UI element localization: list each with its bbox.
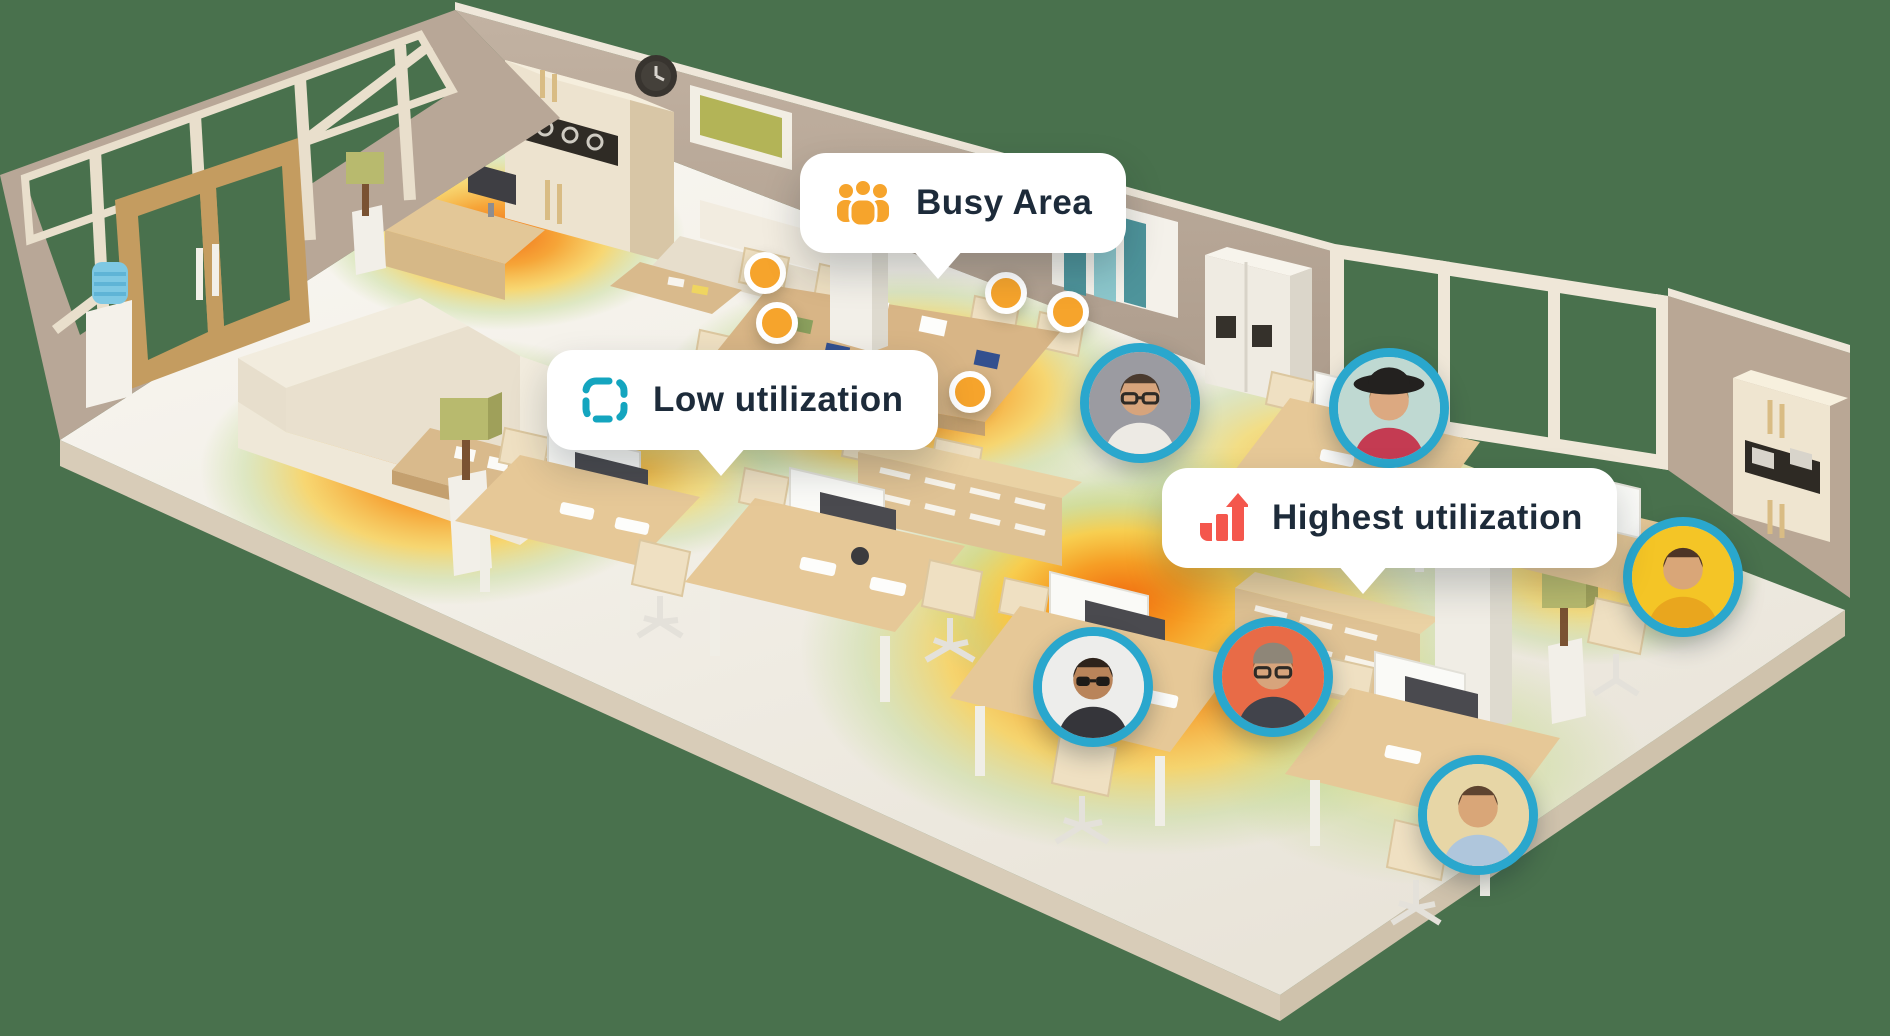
wall-clock — [635, 55, 677, 97]
avatar-woman-hand-on-chin[interactable] — [1418, 755, 1538, 875]
picture-frame — [690, 85, 792, 170]
callout-busy-area: Busy Area — [800, 153, 1127, 279]
double-door — [115, 138, 310, 390]
desk-cluster-middle — [685, 466, 984, 702]
callout-highest-utilization: Highest utilization — [1162, 468, 1617, 594]
seat-dot-1[interactable] — [744, 252, 786, 294]
avatar-man-with-glasses[interactable] — [1080, 343, 1200, 463]
left-wall — [0, 10, 560, 440]
office-chair — [1586, 596, 1650, 697]
seat-dot-3[interactable] — [985, 272, 1027, 314]
callout-label: Low utilization — [653, 380, 904, 419]
desk-cluster-low — [455, 426, 700, 639]
avatar-woman-with-hat[interactable] — [1329, 348, 1449, 468]
callout-label: Highest utilization — [1272, 498, 1583, 537]
floor-slab-edge — [60, 440, 1845, 1021]
seat-dot-2[interactable] — [756, 302, 798, 344]
callout-label: Busy Area — [916, 183, 1093, 222]
white-cabinet — [1205, 247, 1312, 404]
reception-desk — [385, 162, 545, 300]
credenza-center — [858, 436, 1082, 566]
bar-chart-up-icon — [1196, 493, 1248, 543]
seat-dot-5[interactable] — [949, 371, 991, 413]
avatar-man-with-beard[interactable] — [1213, 617, 1333, 737]
callout-tail — [912, 249, 964, 279]
dashed-zone-icon — [581, 376, 629, 424]
office-chair — [630, 538, 692, 639]
callout-tail — [695, 446, 747, 476]
water-cooler — [86, 262, 132, 408]
people-group-icon — [834, 178, 892, 228]
office-chair — [920, 558, 984, 663]
plant-reception — [346, 152, 386, 275]
callout-low-utilization: Low utilization — [547, 350, 938, 476]
avatar-woman-yellow-blouse[interactable] — [1623, 517, 1743, 637]
right-wall — [1668, 288, 1850, 598]
callout-tail — [1337, 564, 1389, 594]
storage-cabinet — [505, 60, 674, 264]
seat-dot-4[interactable] — [1047, 291, 1089, 333]
fridge — [1733, 370, 1848, 542]
avatar-man-with-sunglasses[interactable] — [1033, 627, 1153, 747]
